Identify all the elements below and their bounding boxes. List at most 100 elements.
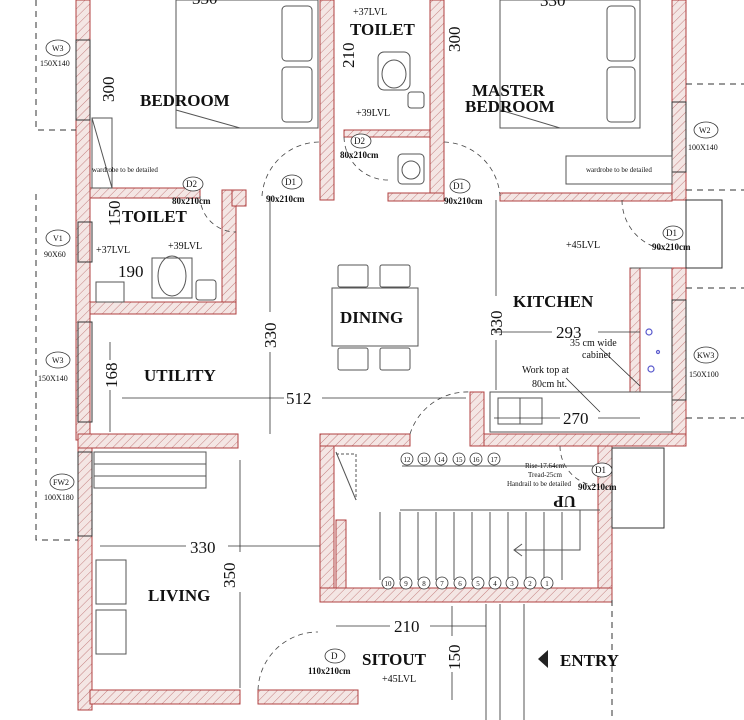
window-fw2[interactable] — [77, 451, 93, 537]
wall-toilet-left-inner — [231, 189, 247, 207]
wall-bottom-mid — [257, 689, 359, 705]
door-d1-stair[interactable] — [559, 445, 599, 487]
window-frames — [75, 39, 723, 537]
window-stair[interactable] — [611, 447, 665, 529]
wall-outer-right-top — [671, 0, 687, 201]
kitchen-counter[interactable] — [489, 391, 673, 433]
window-w2[interactable] — [671, 101, 687, 173]
door-label-d1-master: D1 — [453, 181, 464, 191]
svg-text:9: 9 — [404, 580, 408, 588]
svg-text:10: 10 — [385, 580, 393, 588]
wall-stair-top — [319, 433, 411, 447]
svg-text:12: 12 — [404, 456, 412, 464]
window-kw3[interactable] — [671, 299, 687, 401]
dim-sitout-width: 210 — [394, 617, 420, 636]
dim-hall-width: 512 — [286, 389, 312, 408]
entry-arrow-icon — [538, 650, 548, 668]
stair-number-circles — [381, 452, 554, 590]
wall-toilet-bottom — [387, 192, 445, 202]
dim-kitchen-worktop: 270 — [563, 409, 589, 428]
dim-dining-height: 330 — [261, 323, 280, 349]
note-up: UP — [553, 492, 576, 511]
door-main[interactable] — [257, 631, 319, 691]
door-label-d1-stair: D1 — [595, 465, 606, 475]
dim-bedroom-top: 330 — [192, 0, 218, 8]
dimension-lines — [100, 196, 641, 700]
window-v1[interactable] — [77, 221, 93, 263]
wall-bedroom-right — [319, 0, 335, 201]
door-swings — [199, 136, 673, 691]
note-wardrobe-bedroom: wardrobe to be detailed — [92, 166, 158, 174]
dim-bedroom-height: 300 — [99, 77, 118, 103]
dining-table[interactable] — [331, 287, 419, 347]
note-stair-3: Handrail to be detailed — [507, 480, 571, 488]
door-size-d2-toilet: 80x210cm — [340, 150, 379, 160]
kitchen-dots — [645, 328, 661, 373]
dim-master-top: 330 — [540, 0, 566, 10]
wall-toilet-left-bottom — [89, 301, 237, 315]
wall-toilet-right — [429, 0, 445, 201]
door-label-main: D — [331, 651, 338, 661]
dim-sitout-height: 150 — [445, 645, 464, 671]
stair-treads — [335, 451, 600, 580]
svg-text:3: 3 — [510, 580, 514, 588]
level-toilet-left-b: +39LVL — [168, 241, 202, 252]
wc-top[interactable] — [377, 51, 411, 91]
wardrobe-master[interactable] — [565, 155, 673, 185]
room-master-2: BEDROOM — [465, 97, 555, 116]
dim-toilet-left-height: 150 — [105, 201, 124, 227]
door-label-d1-bedroom: D1 — [285, 177, 296, 187]
svg-text:1: 1 — [545, 580, 549, 588]
note-stair-2: Tread-25cm — [528, 471, 563, 479]
door-d1-master[interactable] — [443, 141, 501, 197]
door-d1-kitchen[interactable] — [621, 199, 673, 251]
svg-text:4: 4 — [493, 580, 497, 588]
window-label-w2: W2 — [699, 126, 711, 135]
wall-kitchen-left — [469, 391, 485, 447]
window-w3-utility[interactable] — [77, 321, 93, 423]
svg-text:5: 5 — [476, 580, 480, 588]
svg-text:17: 17 — [491, 456, 499, 464]
level-sitout: +45LVL — [382, 674, 416, 685]
wall-outer-left-bottom — [77, 444, 93, 711]
level-toilet-top-b: +39LVL — [356, 108, 390, 119]
window-w3-top[interactable] — [75, 39, 91, 121]
window-size-v1: 90X60 — [44, 250, 66, 259]
window-kitchen-side[interactable] — [685, 199, 723, 269]
door-size-d2-left: 80x210cm — [172, 196, 211, 206]
window-size-w2: 100X140 — [688, 143, 718, 152]
door-label-d2-left: D2 — [186, 179, 197, 189]
level-kitchen: +45LVL — [566, 240, 600, 251]
dim-living-height: 350 — [220, 563, 239, 589]
window-label-w3-utility: W3 — [52, 356, 64, 365]
note-worktop-1: Work top at — [522, 365, 569, 376]
door-d2-left[interactable] — [199, 195, 237, 233]
room-entry: ENTRY — [560, 651, 619, 670]
room-living: LIVING — [148, 586, 210, 605]
room-bedroom: BEDROOM — [140, 91, 230, 110]
wc-left[interactable] — [157, 255, 187, 297]
dim-kitchen-height: 330 — [487, 311, 506, 337]
dim-utility-height: 168 — [102, 363, 121, 389]
window-size-w3-top: 150X140 — [40, 59, 70, 68]
wall-master-bottom — [499, 192, 673, 202]
door-d1-bedroom[interactable] — [261, 141, 321, 197]
stair-numbers: 12 13 14 15 16 17 10 9 8 7 6 5 4 3 2 1 — [385, 456, 550, 588]
wall-outer-right-mid — [671, 267, 687, 447]
bed-master[interactable] — [499, 0, 641, 129]
door-size-d1-stair: 90x210cm — [578, 482, 617, 492]
sofa-living[interactable] — [93, 451, 207, 489]
bed-bedroom[interactable] — [175, 0, 319, 129]
door-kitchen-arc[interactable] — [409, 391, 471, 435]
dashed-lines — [35, 0, 744, 720]
note-cabinet-1: 35 cm wide — [570, 338, 617, 349]
room-kitchen: KITCHEN — [513, 292, 594, 311]
window-tag-circles — [45, 39, 719, 664]
room-master-1: MASTER — [472, 81, 545, 100]
wardrobe-bedroom[interactable] — [91, 117, 113, 189]
door-size-main: 110x210cm — [308, 666, 351, 676]
wall-toilet-left-right — [221, 189, 237, 315]
walls — [75, 0, 687, 711]
room-utility: UTILITY — [144, 366, 216, 385]
